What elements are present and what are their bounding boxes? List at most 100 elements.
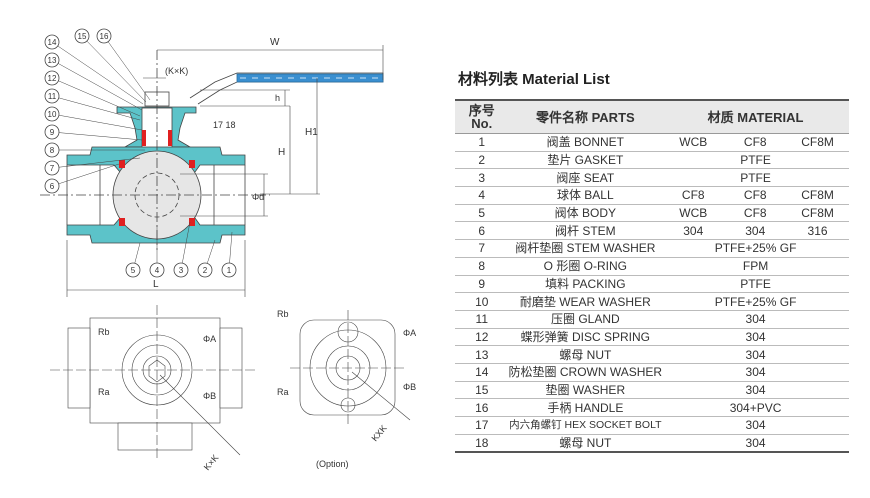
row-material: PTFE+25% GF <box>662 292 849 311</box>
callout-number: 2 <box>203 266 208 275</box>
header-material: 材质 MATERIAL <box>662 99 849 134</box>
row-no: 6 <box>455 221 509 241</box>
row-material: PTFE <box>662 168 849 188</box>
callout-number: 11 <box>48 92 57 101</box>
handle <box>189 72 384 105</box>
row-no: 2 <box>455 151 509 170</box>
leader-line <box>51 163 120 187</box>
row-part: 防松垫圈 CROWN WASHER <box>508 363 663 382</box>
callout-number: 10 <box>48 110 57 119</box>
material-list-title: 材料列表 Material List <box>458 71 610 88</box>
dim-W: W <box>270 37 280 48</box>
v2-B: ΦB <box>403 382 416 392</box>
row-part: 阀座 SEAT <box>508 168 663 188</box>
row-no: 3 <box>455 168 509 188</box>
leader-line <box>103 35 151 101</box>
leader-line <box>51 59 143 111</box>
row-material: 304+PVC <box>662 398 849 417</box>
dim-L: L <box>153 279 159 290</box>
callout-number: 6 <box>50 182 55 191</box>
row-material: 304 <box>662 328 849 347</box>
row-part: 垫圈 WASHER <box>508 381 663 400</box>
row-material: WCB <box>662 204 725 223</box>
row-no: 5 <box>455 204 509 223</box>
leader-line <box>51 77 141 117</box>
row-part: 螺母 NUT <box>508 434 663 454</box>
callout-number: 12 <box>48 74 57 83</box>
header-parts: 零件名称 PARTS <box>508 99 663 134</box>
callout-number: 4 <box>155 266 160 275</box>
leader-line <box>180 221 191 271</box>
row-part: 手柄 HANDLE <box>508 398 663 417</box>
row-no: 11 <box>455 310 509 329</box>
callout-number: 9 <box>50 128 55 137</box>
leader-line <box>51 95 141 121</box>
row-material: FPM <box>662 257 849 276</box>
callout-number: 16 <box>100 32 109 41</box>
row-part: 螺母 NUT <box>508 345 663 364</box>
row-part: O 形圈 O-RING <box>508 257 663 276</box>
leader-line <box>51 41 144 105</box>
callout-circle <box>96 28 112 44</box>
row-material: 304 <box>724 221 787 241</box>
row-part: 耐磨垫 WEAR WASHER <box>508 292 663 311</box>
callout-number: 5 <box>131 266 136 275</box>
callout-circle <box>44 142 60 158</box>
callout-circle <box>125 262 141 278</box>
row-no: 8 <box>455 257 509 276</box>
row-part: 阀杆 STEM <box>508 221 663 241</box>
row-no: 7 <box>455 239 509 258</box>
v1-B: ΦB <box>203 391 216 401</box>
callout-number: 13 <box>48 56 57 65</box>
v1-A: ΦA <box>203 334 216 344</box>
row-part: 内六角螺钉 HEX SOCKET BOLT <box>508 416 663 435</box>
callout-circle <box>44 34 60 50</box>
row-part: 压圈 GLAND <box>508 310 663 329</box>
bonnet <box>116 91 197 149</box>
row-part: 填料 PACKING <box>508 275 663 294</box>
row-material: PTFE+25% GF <box>662 239 849 258</box>
v1-Ra: Ra <box>98 387 110 397</box>
row-no: 14 <box>455 363 509 382</box>
row-no: 1 <box>455 133 509 152</box>
row-part: 球体 BALL <box>508 186 663 205</box>
row-no: 10 <box>455 292 509 311</box>
row-part: 蝶形弹簧 DISC SPRING <box>508 328 663 347</box>
row-material: CF8M <box>786 186 849 205</box>
callout-circle <box>44 124 60 140</box>
top-view <box>50 305 255 460</box>
leader-line <box>81 35 147 103</box>
callout-circle <box>44 88 60 104</box>
valve-drawing: W (K×K) h H H1 Φd L 17 18 14131211109876… <box>40 28 416 472</box>
row-material: 304 <box>662 363 849 382</box>
option-label: (Option) <box>316 459 349 469</box>
v2-A: ΦA <box>403 328 416 338</box>
callout-number: 15 <box>78 32 87 41</box>
row-material: 304 <box>662 310 849 329</box>
callout-number: 8 <box>50 146 55 155</box>
row-material: CF8 <box>724 204 787 223</box>
row-material: CF8M <box>786 133 849 152</box>
dim-H1: H1 <box>305 127 318 138</box>
row-material: CF8M <box>786 204 849 223</box>
row-part: 阀盖 BONNET <box>508 133 663 152</box>
row-material: 304 <box>662 221 725 241</box>
callout-circle <box>44 160 60 176</box>
dim-KK: (K×K) <box>165 66 188 76</box>
leader-line <box>51 131 143 141</box>
